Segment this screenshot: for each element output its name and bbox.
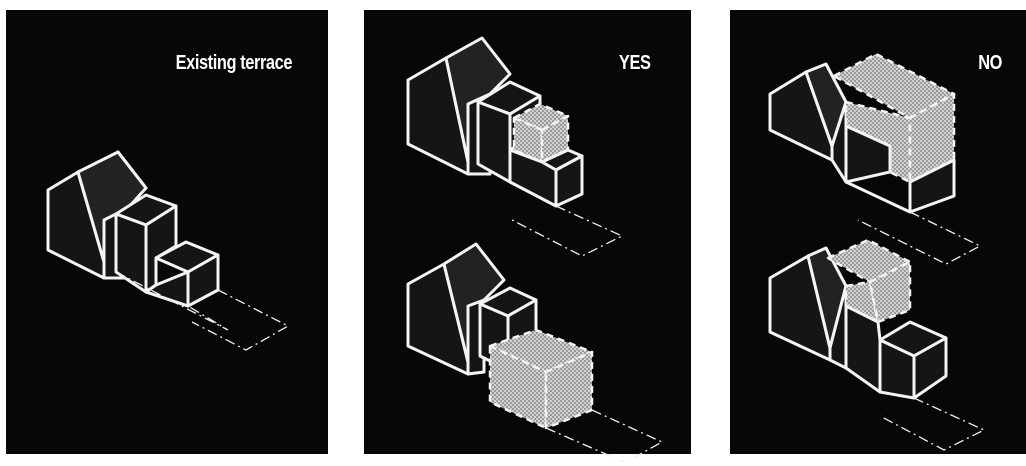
no-examples-drawing	[730, 10, 1026, 454]
yes-examples-drawing	[364, 10, 691, 454]
existing-terrace-panel: Existing terrace	[6, 10, 328, 454]
no-example-upper	[770, 54, 980, 264]
yes-example-upper	[408, 38, 622, 256]
no-panel: NO	[730, 10, 1026, 454]
existing-terrace-drawing	[6, 10, 328, 454]
yes-example-lower	[408, 244, 662, 462]
existing-rear-wing	[116, 195, 218, 306]
yes-panel: YES	[364, 10, 691, 454]
no-example-lower	[770, 240, 984, 450]
